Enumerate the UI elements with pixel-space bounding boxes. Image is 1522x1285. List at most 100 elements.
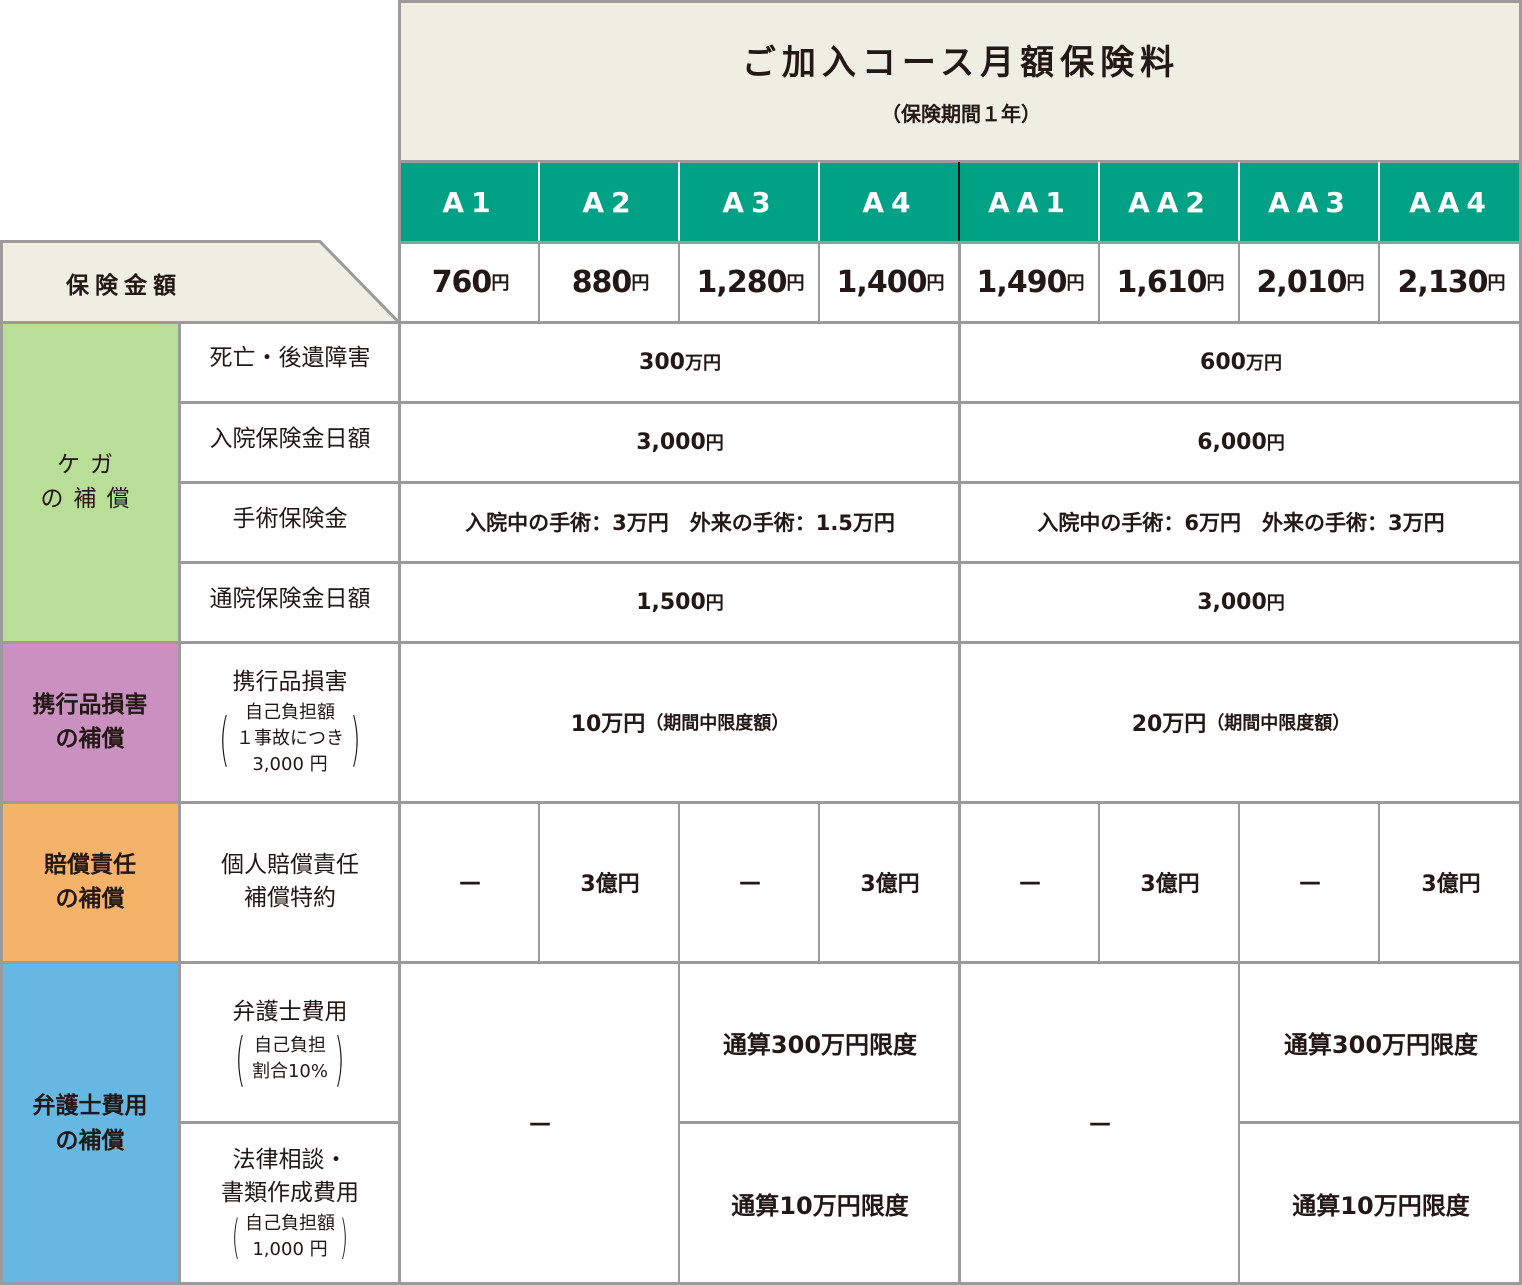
- divider: [180, 481, 1522, 484]
- liability-aa4: 3億円: [1380, 802, 1522, 962]
- divider: [1098, 242, 1100, 322]
- open-paren-glyph: (: [235, 1024, 246, 1093]
- liability-a3: —: [680, 802, 820, 962]
- course-header-aa2: AA2: [1100, 162, 1240, 242]
- legal-a-fees-value: 通算300万円限度: [680, 962, 960, 1122]
- divider: [398, 0, 1522, 3]
- legal-aa-none: —: [960, 962, 1240, 1285]
- course-header-a3: A3: [680, 162, 820, 242]
- close-paren-glyph: ): [334, 1024, 345, 1093]
- category-belongings: 携行品損害 の補償: [0, 642, 180, 802]
- course-header-aa1: AA1: [960, 162, 1100, 242]
- row-label-surgery: 手術保険金: [180, 482, 400, 562]
- legal-aa-fees-value: 通算300万円限度: [1240, 962, 1522, 1122]
- course-header-a4: A4: [820, 162, 960, 242]
- close-paren-glyph: ): [339, 1209, 349, 1264]
- lawyer-fees-note: ( 自己負担 割合10% ): [235, 1024, 345, 1093]
- divider: [1378, 162, 1380, 242]
- divider: [1378, 802, 1380, 962]
- divider: [680, 1121, 960, 1124]
- divider: [678, 242, 680, 322]
- divider: [1098, 802, 1100, 962]
- divider: [678, 962, 680, 1285]
- close-paren-glyph: ): [350, 704, 361, 773]
- divider: [538, 162, 540, 242]
- divider: [818, 242, 820, 322]
- divider: [958, 162, 960, 242]
- legal-consult-note: ( 自己負担額 1,000 円 ): [231, 1209, 349, 1264]
- legal-aa-consult-value: 通算10万円限度: [1240, 1122, 1522, 1285]
- divider: [180, 561, 1522, 564]
- liability-a2: 3億円: [540, 802, 680, 962]
- row-label-outpatient: 通院保険金日額: [180, 562, 400, 642]
- table-subtitle: （保険期間１年）: [881, 102, 1041, 126]
- course-header-a2: A2: [540, 162, 680, 242]
- belongings-deductible-note: ( 自己負担額 １事故につき 3,000 円 ): [219, 701, 361, 775]
- open-paren-glyph: (: [231, 1209, 241, 1264]
- divider: [0, 1282, 1522, 1285]
- belongings-aa-value: 20万円（期間中限度額）: [960, 642, 1522, 802]
- divider: [0, 321, 1522, 324]
- legal-a-consult-value: 通算10万円限度: [680, 1122, 960, 1285]
- divider: [1098, 162, 1100, 242]
- divider: [818, 162, 820, 242]
- liability-aa2: 3億円: [1100, 802, 1240, 962]
- category-injury: ケガ の補償: [0, 322, 180, 642]
- divider: [0, 321, 3, 1285]
- category-liability: 賠償責任 の補償: [0, 802, 180, 962]
- divider: [0, 641, 1522, 644]
- liability-a4: 3億円: [820, 802, 960, 962]
- row-label-belongings: 携行品損害 ( 自己負担額 １事故につき 3,000 円 ): [180, 642, 400, 802]
- surgery-aa-value: 入院中の手術：6万円 外来の手術：3万円: [960, 482, 1522, 562]
- divider: [398, 160, 1522, 163]
- divider: [1378, 242, 1380, 322]
- category-legal: 弁護士費用 の補償: [0, 962, 180, 1285]
- divider: [958, 242, 961, 1285]
- divider: [1238, 802, 1240, 962]
- liability-aa1: —: [960, 802, 1100, 962]
- liability-aa3: —: [1240, 802, 1380, 962]
- open-paren-glyph: (: [219, 704, 230, 773]
- course-header-aa3: AA3: [1240, 162, 1380, 242]
- divider: [538, 802, 540, 962]
- divider: [1238, 162, 1240, 242]
- divider: [0, 801, 1522, 804]
- row-label-liability: 個人賠償責任 補償特約: [180, 802, 400, 962]
- divider: [818, 802, 820, 962]
- divider: [678, 802, 680, 962]
- premium-label-shape: [0, 240, 402, 324]
- divider: [1240, 1121, 1522, 1124]
- row-label-hospital: 入院保険金日額: [180, 402, 400, 482]
- surgery-a-value: 入院中の手術：3万円 外来の手術：1.5万円: [400, 482, 960, 562]
- divider: [178, 321, 181, 1285]
- course-header-a1: A1: [400, 162, 540, 242]
- divider: [1238, 242, 1240, 322]
- table-title-box: ご加入コース月額保険料 （保険期間１年）: [400, 0, 1522, 162]
- divider: [1238, 962, 1240, 1285]
- divider: [538, 242, 540, 322]
- row-label-death: 死亡・後遺障害: [180, 322, 400, 402]
- row-label-lawyer-fees: 弁護士費用 ( 自己負担 割合10% ): [180, 962, 400, 1122]
- divider: [0, 961, 1522, 964]
- divider: [180, 1121, 400, 1124]
- belongings-a-value: 10万円（期間中限度額）: [400, 642, 960, 802]
- divider: [678, 162, 680, 242]
- premium-label: 保険金額: [66, 273, 182, 299]
- table-title: ご加入コース月額保険料: [741, 43, 1181, 83]
- row-label-legal-consult: 法律相談・ 書類作成費用 ( 自己負担額 1,000 円 ): [180, 1122, 400, 1285]
- divider: [180, 401, 1522, 404]
- liability-a1: —: [400, 802, 540, 962]
